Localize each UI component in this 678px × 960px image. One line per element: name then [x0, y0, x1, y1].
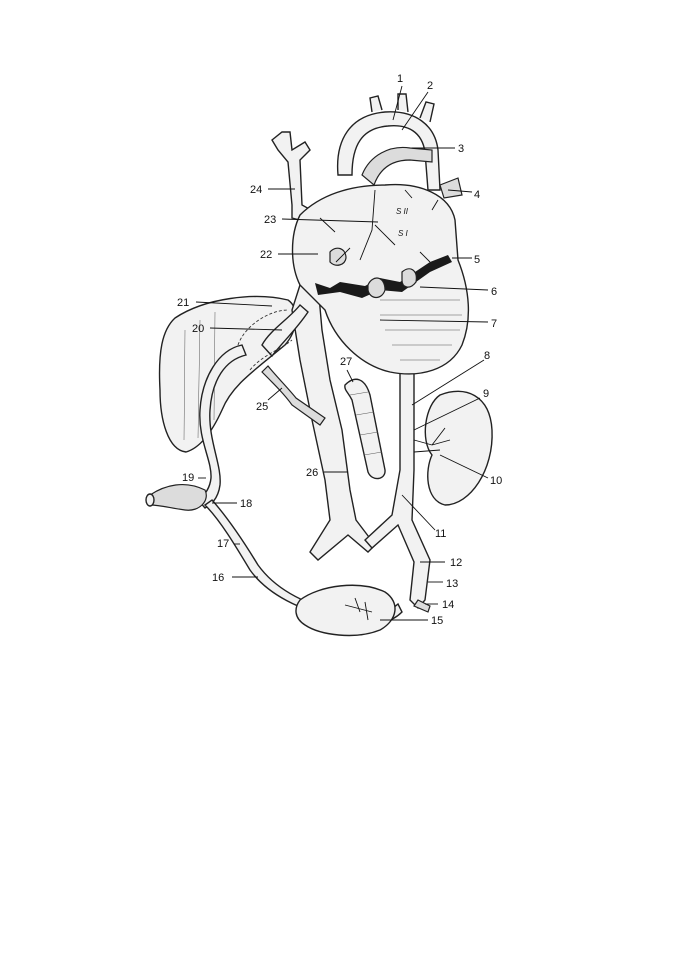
- umbilical-arteries: [203, 499, 403, 625]
- callout-16: 16: [212, 572, 224, 584]
- callout-4: 4: [474, 189, 480, 201]
- callout-6: 6: [491, 286, 497, 298]
- callout-5: 5: [474, 254, 480, 266]
- umbilical-cord-knot: [149, 483, 207, 511]
- kidney: [424, 390, 493, 506]
- callout-25: 25: [256, 401, 268, 413]
- bladder: [295, 584, 396, 637]
- callout-14: 14: [442, 599, 454, 611]
- callout-26: 26: [306, 467, 318, 479]
- ductus-venosus: [261, 303, 309, 358]
- callout-13: 13: [446, 578, 458, 590]
- left-pulmonary-artery: [439, 177, 463, 199]
- callout-3: 3: [458, 143, 464, 155]
- callout-27: 27: [340, 356, 352, 368]
- callout-11: 11: [435, 528, 446, 540]
- callout-19: 19: [182, 472, 194, 484]
- callout-21: 21: [177, 297, 189, 309]
- chamber-mark-s1: S I: [398, 229, 409, 238]
- callout-10: 10: [490, 475, 502, 487]
- portal-vein: [261, 365, 326, 426]
- callout-labels: 1 2 3 4 5 6 7 8 9 10 11 12 13 14 15 16: [177, 73, 502, 627]
- callout-1: 1: [397, 73, 403, 85]
- callout-9: 9: [483, 388, 489, 400]
- callout-24: 24: [250, 184, 262, 196]
- callout-15: 15: [431, 615, 443, 627]
- pulmonary-trunk: [361, 146, 433, 187]
- callout-8: 8: [484, 350, 490, 362]
- descending-aorta: [364, 364, 431, 610]
- callout-18: 18: [240, 498, 252, 510]
- internal-iliac-artery: [413, 599, 431, 613]
- callout-23: 23: [264, 214, 276, 226]
- callout-22: 22: [260, 249, 272, 261]
- callout-17: 17: [217, 538, 229, 550]
- callout-20: 20: [192, 323, 204, 335]
- chamber-mark-s2: S II: [396, 207, 409, 216]
- liver: [158, 295, 297, 453]
- callout-2: 2: [427, 80, 433, 92]
- intestine-segment: [344, 378, 386, 480]
- aortic-arch: [336, 111, 441, 191]
- callout-7: 7: [491, 318, 497, 330]
- callout-12: 12: [450, 557, 462, 569]
